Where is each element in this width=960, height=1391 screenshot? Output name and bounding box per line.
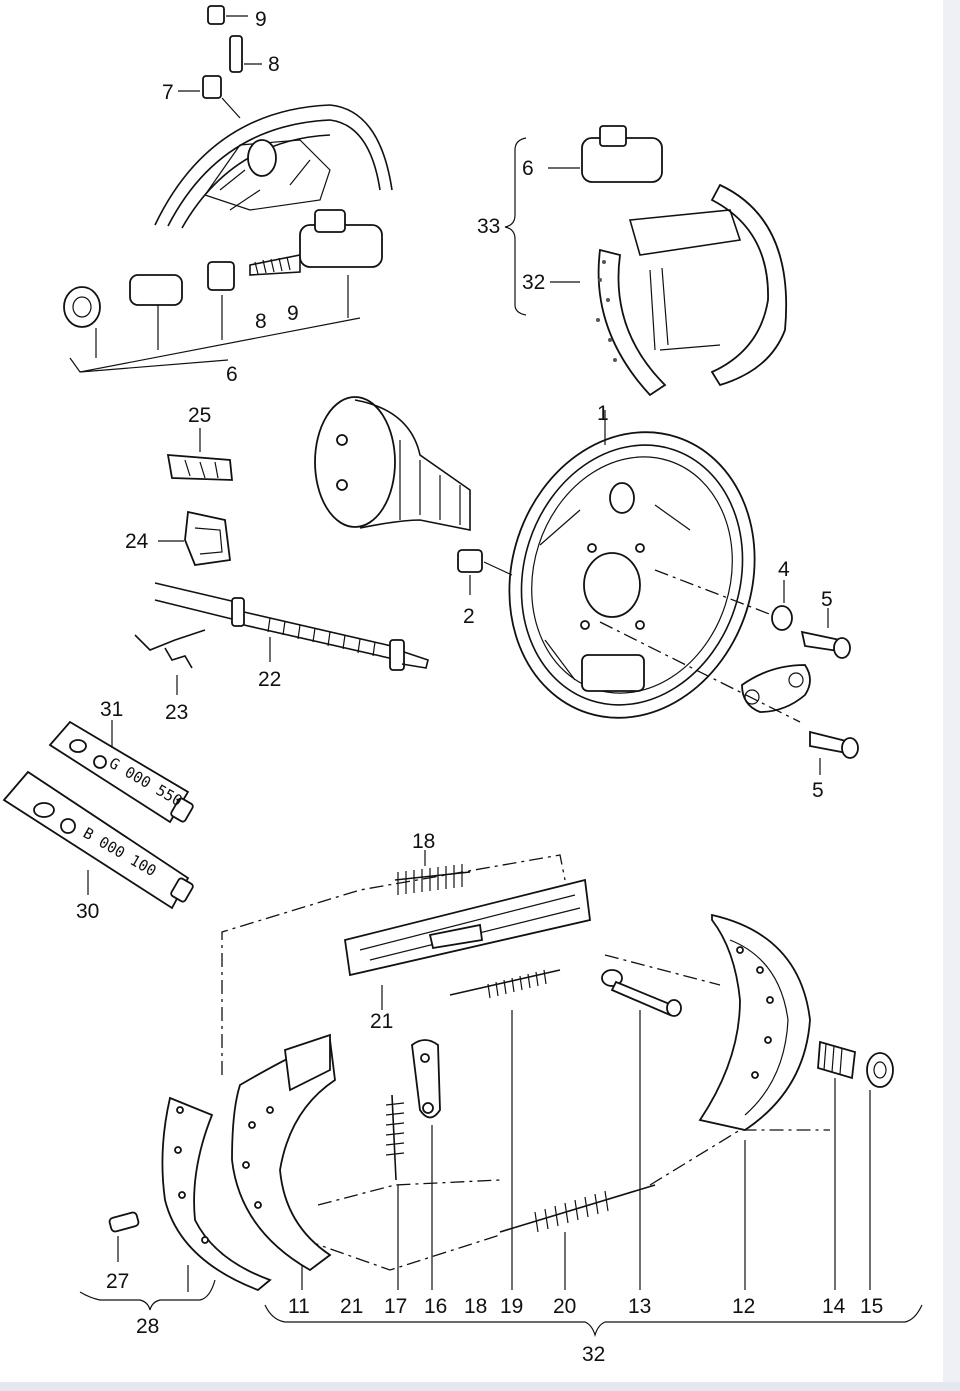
scrollbar-track[interactable] xyxy=(943,0,960,1391)
washer-4-bolt-5 xyxy=(654,569,851,659)
label-6-left: 6 xyxy=(226,363,238,386)
label-15: 15 xyxy=(860,1295,883,1318)
label-28: 28 xyxy=(136,1315,159,1338)
label-18-top: 18 xyxy=(412,830,435,853)
bleeder-screw-9 xyxy=(207,5,248,25)
label-16: 16 xyxy=(424,1295,447,1318)
lining-28 xyxy=(161,1096,272,1292)
wheel-cylinder-kit-parts xyxy=(63,209,383,328)
label-18-bottom: 18 xyxy=(464,1295,487,1318)
label-9-kit: 9 xyxy=(287,302,299,325)
label-8-kit: 8 xyxy=(255,310,267,333)
brake-shoe-set-32 xyxy=(550,183,788,397)
backplate-top-left xyxy=(154,104,393,229)
label-11: 11 xyxy=(288,1295,310,1318)
wheel-cylinder-6-right xyxy=(548,125,663,183)
spring-19 xyxy=(449,969,561,1290)
label-21-strut: 21 xyxy=(370,1010,393,1033)
label-12: 12 xyxy=(732,1295,755,1318)
spring-17 xyxy=(385,1094,405,1290)
label-20: 20 xyxy=(553,1295,576,1318)
lever-16 xyxy=(411,1039,441,1290)
dash-frame-lines xyxy=(221,854,830,1271)
label-1: 1 xyxy=(597,402,609,425)
label-6-right: 6 xyxy=(522,157,534,180)
label-4: 4 xyxy=(778,558,790,581)
label-21-bottom: 21 xyxy=(340,1295,363,1318)
bracket-24 xyxy=(158,510,232,566)
plug-2 xyxy=(457,549,513,595)
rivet-27 xyxy=(108,1211,140,1262)
label-25: 25 xyxy=(188,404,211,427)
cable-22 xyxy=(154,582,429,671)
cap-15 xyxy=(866,1052,894,1290)
strut-21 xyxy=(343,878,591,1010)
bracket-33 xyxy=(504,137,527,316)
pin-13 xyxy=(601,969,682,1290)
label-27: 27 xyxy=(106,1270,129,1293)
label-32-bottom: 32 xyxy=(582,1343,605,1366)
label-32-top: 32 xyxy=(522,271,545,294)
label-7: 7 xyxy=(162,81,174,104)
bracket-28-bottom xyxy=(79,1279,216,1311)
wheel-hub xyxy=(314,396,471,531)
label-30: 30 xyxy=(76,900,99,923)
label-13: 13 xyxy=(628,1295,651,1318)
shoe-11 xyxy=(231,1033,336,1290)
bracket-lines-6-top xyxy=(69,275,361,373)
plate-and-bolt-5-lower xyxy=(599,621,859,775)
spring-14 xyxy=(817,1040,856,1290)
label-17: 17 xyxy=(384,1295,407,1318)
spring-20 xyxy=(499,1184,656,1290)
label-9-top: 9 xyxy=(255,8,267,31)
clip-25 xyxy=(166,428,233,481)
screw-7 xyxy=(178,75,241,119)
clip-23 xyxy=(134,629,206,695)
bleeder-valve-8 xyxy=(229,35,262,73)
label-5-lower: 5 xyxy=(812,779,824,802)
bottom-edge xyxy=(0,1382,960,1391)
label-14: 14 xyxy=(822,1295,846,1318)
bracket-32-bottom xyxy=(264,1304,923,1338)
label-31: 31 xyxy=(100,698,123,721)
label-19: 19 xyxy=(500,1295,523,1318)
label-5-upper: 5 xyxy=(821,588,833,611)
label-23: 23 xyxy=(165,701,188,724)
label-2: 2 xyxy=(463,605,475,628)
label-8-top: 8 xyxy=(268,53,280,76)
label-33: 33 xyxy=(477,215,500,238)
label-24: 24 xyxy=(125,530,149,553)
backplate-1 xyxy=(508,410,756,719)
label-22: 22 xyxy=(258,668,281,691)
shoe-12 xyxy=(698,913,811,1290)
